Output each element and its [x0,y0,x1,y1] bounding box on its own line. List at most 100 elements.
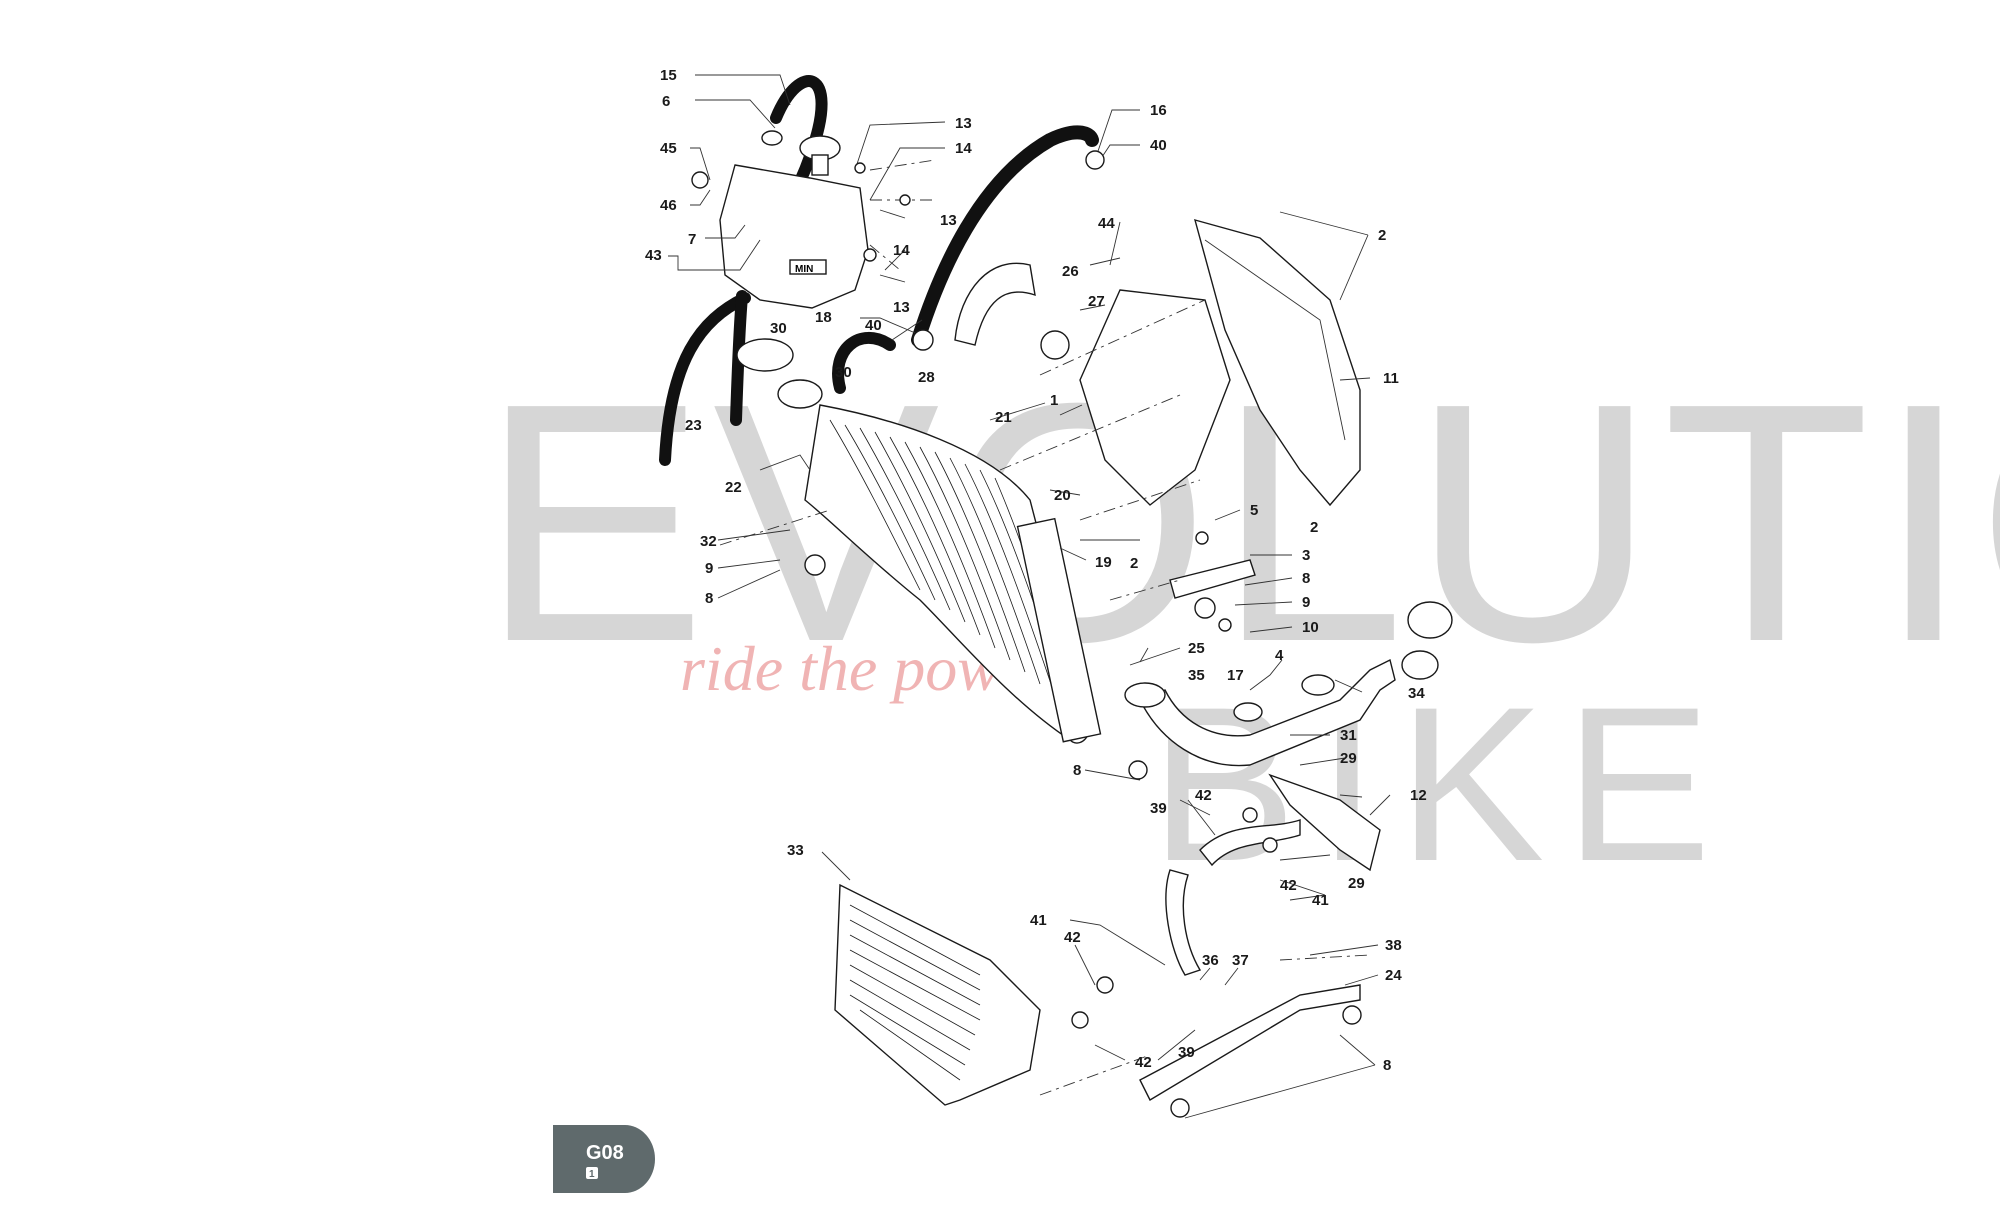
assembly-lines [719,159,1371,1096]
callout-32: 32 [700,533,717,550]
callout-16: 16 [1150,102,1167,119]
callout-38: 38 [1385,937,1402,954]
callout-33: 33 [787,842,804,859]
callout-29b: 29 [1348,875,1365,892]
callout-13b: 13 [940,212,957,229]
callout-41b: 41 [1030,912,1047,929]
grommet-8c [1128,760,1148,780]
fan-hub-27 [1040,330,1070,360]
badge-shape [553,1125,655,1193]
callout-39a: 39 [1150,800,1167,817]
callout-15: 15 [660,67,677,84]
o-ring-42d [1071,1011,1089,1029]
oil-cooler-33-body [834,883,1041,1106]
shroud-inner-edge [1204,239,1346,441]
callout-13a: 13 [955,115,972,132]
callout-8d: 8 [1383,1057,1391,1074]
callout-14a: 14 [955,140,972,157]
callout-24: 24 [1385,967,1402,984]
lower-coolant-pipe [1124,601,1453,767]
callout-46: 46 [660,197,677,214]
radiator-cap-23 [736,338,794,372]
callout-40b: 40 [865,317,882,334]
watermark: EVOLUTION BIKE ride the power [480,333,2000,907]
callout-6: 6 [662,93,670,110]
bracket-3 [1169,559,1256,599]
min-marker-text: MIN [795,264,813,275]
oil-line-upper [1199,819,1301,867]
callout-42d: 42 [1135,1054,1152,1071]
o-ring-42a [1242,807,1258,823]
watermark-word-bottom: BIKE [1150,661,1731,907]
leader-lines [668,74,1391,1119]
radiator-hose-16 [911,125,1099,347]
hose-30 [730,290,748,426]
callout-2c: 2 [1130,555,1138,572]
hose-clamp-4 [1301,674,1335,696]
hose-clamp-6 [761,130,783,146]
callout-28: 28 [918,369,935,386]
badge-sheet-number: 1 [589,1169,595,1180]
expansion-tank: MIN [691,130,869,309]
callout-42b: 42 [1280,877,1297,894]
callout-3: 3 [1302,547,1310,564]
callout-31: 31 [1340,727,1357,744]
oil-cooler-fins [849,904,981,1081]
callout-39b: 39 [1178,1044,1195,1061]
clamp-40 [912,329,934,351]
hose-18 [832,332,896,394]
coolant-pipe-31 [1139,658,1396,767]
oil-cooler [834,559,1381,1106]
callout-17: 17 [1227,667,1244,684]
callout-10: 10 [1302,619,1319,636]
callout-4: 4 [1275,647,1284,664]
callout-19: 19 [1095,554,1112,571]
o-ring-42c [1096,976,1114,994]
callout-1: 1 [1050,392,1058,409]
callout-29a: 29 [1340,750,1357,767]
grommet-8d [1342,1005,1362,1025]
lower-tank-hose [659,292,751,466]
badge-code: G08 [586,1142,624,1164]
callout-8c: 8 [1073,762,1081,779]
o-ring-42b [1262,837,1278,853]
callout-13c: 13 [893,299,910,316]
min-marker [789,259,827,275]
page-badge: G08 1 [553,1125,655,1193]
callout-9b: 9 [1302,594,1310,611]
bracket-12 [1268,773,1381,872]
callout-5: 5 [1250,502,1258,519]
callout-42a: 42 [1195,787,1212,804]
washer-13a [854,162,866,174]
hose-clamp-34 [1401,650,1439,680]
bush-9b [1218,618,1232,632]
fan-shroud-11 [1194,218,1361,507]
small-hardware [804,150,1362,1118]
callout-43: 43 [645,247,662,264]
grommet-8e [1170,1098,1190,1118]
callout-27: 27 [1088,293,1105,310]
bolt-45 [691,171,709,189]
callout-42c: 42 [1064,929,1081,946]
callout-20: 20 [1054,487,1071,504]
bracket-24 [1139,984,1361,1101]
callout-41a: 41 [1312,892,1329,909]
grommet-8a [804,554,826,576]
hose-26 [954,262,1036,346]
callout-7: 7 [688,231,696,248]
callout-14b: 14 [893,242,910,259]
screw-14 [863,248,877,262]
callout-36: 36 [1202,952,1219,969]
callout-22: 22 [725,479,742,496]
callout-25: 25 [1188,640,1205,657]
tank-filler-neck [811,154,829,176]
callout-18: 18 [815,309,832,326]
callout-labels: 15 6 45 46 7 43 13 14 13 14 13 16 40 44 … [645,67,1427,1074]
oil-line-41 [1165,869,1202,976]
radiator-core [804,404,1091,744]
callout-23: 23 [685,417,702,434]
washer-13b [899,194,911,206]
bolt-5 [1195,531,1209,545]
callout-21: 21 [995,409,1012,426]
